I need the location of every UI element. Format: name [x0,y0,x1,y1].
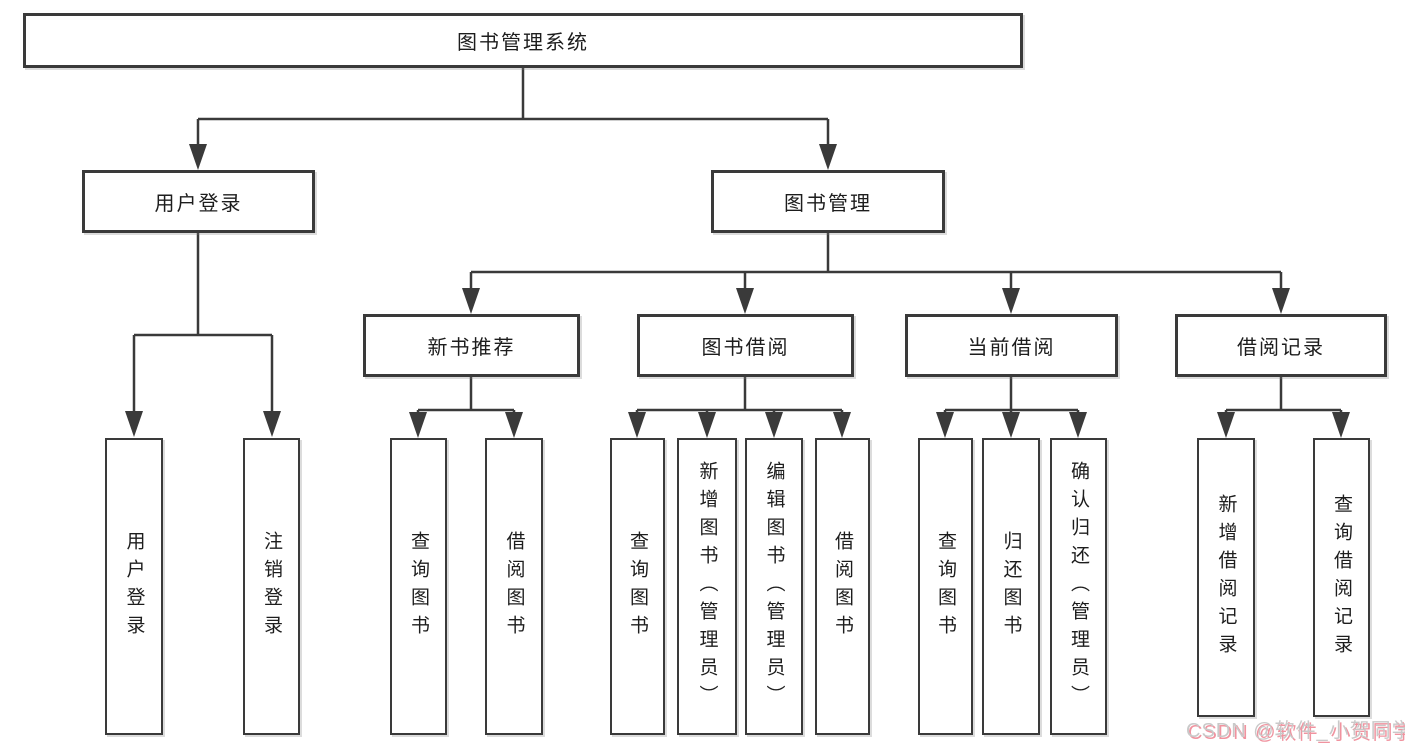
node-book-borrow: 图书借阅 [637,314,854,377]
node-library-management-system: 图书管理系统 [23,13,1023,68]
leaf-label: 借阅图书 [503,530,525,643]
leaf-borrow-query-books: 查询图书 [610,438,665,735]
node-label: 当前借阅 [967,337,1056,359]
leaf-records-query-record: 查询借阅记录 [1313,438,1370,717]
leaf-label: 注销登录 [261,530,282,643]
leaf-label: 查询图书 [935,530,956,643]
leaf-label: 查询图书 [627,530,648,643]
node-label: 新书推荐 [427,337,516,359]
leaf-label: 查询借阅记录 [1331,493,1352,662]
leaf-current-query-books: 查询图书 [918,438,973,735]
leaf-current-return-books: 归还图书 [982,438,1040,735]
leaf-newbook-query-books: 查询图书 [390,438,447,735]
leaf-label: 编辑图书（管理员） [763,460,785,713]
leaf-borrow-add-books-admin: 新增图书（管理员） [677,438,737,735]
leaf-logout: 注销登录 [243,438,300,735]
leaf-label: 借阅图书 [832,530,853,643]
leaf-records-add-record: 新增借阅记录 [1197,438,1255,717]
leaf-label: 归还图书 [1000,530,1022,643]
leaf-label: 确认归还（管理员） [1068,460,1089,713]
node-label: 图书管理系统 [457,32,589,54]
node-current-borrow: 当前借阅 [905,314,1118,377]
node-borrow-records: 借阅记录 [1175,314,1387,377]
leaf-label: 用户登录 [123,530,145,643]
leaf-current-confirm-return-admin: 确认归还（管理员） [1050,438,1107,735]
leaf-label: 查询图书 [408,530,429,643]
node-label: 图书借阅 [701,337,790,359]
leaf-label: 新增图书（管理员） [696,460,718,713]
node-new-book-recommend: 新书推荐 [363,314,580,377]
leaf-borrow-borrow-books: 借阅图书 [815,438,870,735]
csdn-watermark: CSDN @软件_小贺同学 [1186,720,1405,742]
node-user-login: 用户登录 [82,170,315,233]
node-label: 借阅记录 [1237,337,1325,359]
leaf-label: 新增借阅记录 [1215,493,1237,662]
leaf-user-login: 用户登录 [105,438,163,735]
node-label: 用户登录 [154,193,243,215]
node-book-management: 图书管理 [711,170,945,233]
leaf-borrow-edit-books-admin: 编辑图书（管理员） [745,438,803,735]
arrowheads [125,144,1350,438]
leaf-newbook-borrow-books: 借阅图书 [485,438,543,735]
node-label: 图书管理 [784,193,872,215]
